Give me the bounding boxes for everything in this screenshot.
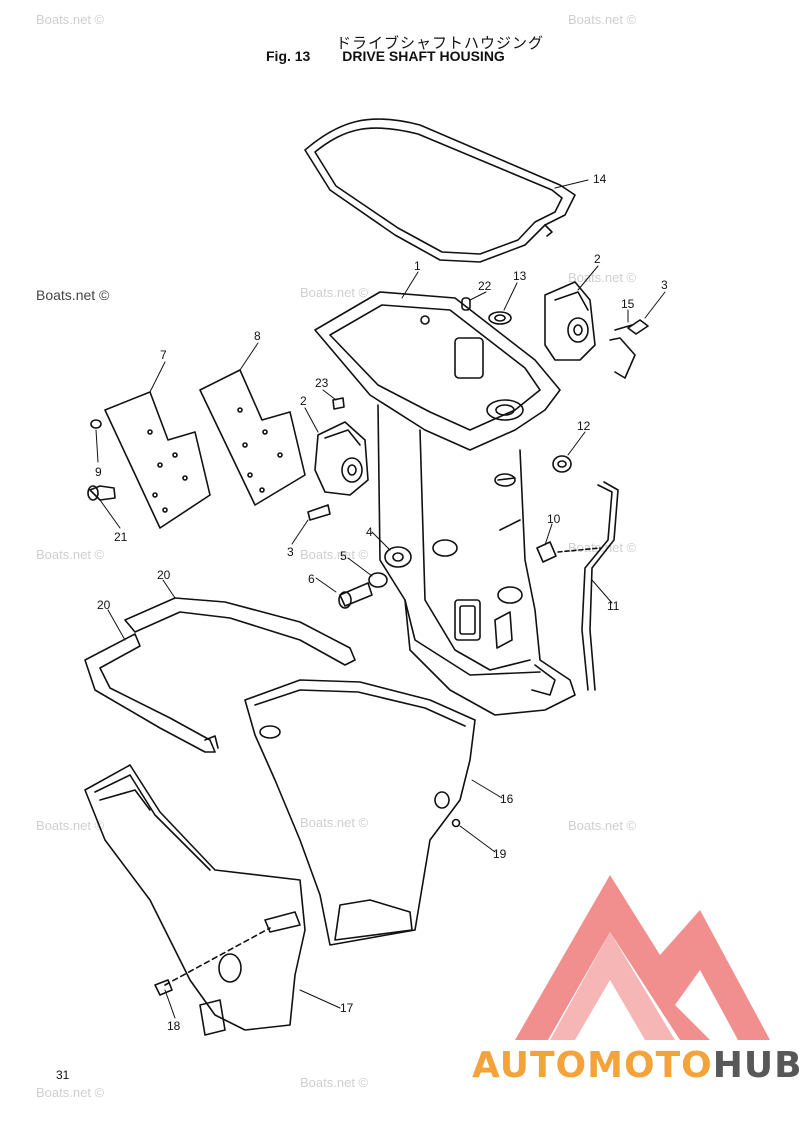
wordmark-auto: AUTOMOTO — [472, 1045, 713, 1086]
watermark: Boats.net © — [36, 547, 105, 562]
watermark: Boats.net © — [300, 815, 369, 830]
part-15-clip — [609, 319, 649, 379]
callout-label: 4 — [366, 525, 373, 539]
automotohub-wordmark: AUTOMOTOHUB — [472, 1045, 800, 1086]
watermark: Boats.net © — [36, 1085, 105, 1100]
part-7-plate — [104, 391, 211, 529]
parts-3-6-hardware — [307, 504, 412, 609]
callout-label: 7 — [160, 348, 167, 362]
callout-label: 12 — [577, 419, 591, 433]
watermark: Boats.net © — [300, 1075, 369, 1090]
callout-label: 13 — [513, 269, 527, 283]
watermark: Boats.net © — [568, 818, 637, 833]
part-10-11-rod — [536, 481, 619, 691]
watermark: Boats.net © — [568, 12, 637, 27]
part-1-housing — [314, 291, 576, 716]
callout-label: 6 — [308, 572, 315, 586]
watermark: Boats.net © — [36, 818, 105, 833]
callout-label: 22 — [478, 279, 492, 293]
callout-label: 5 — [340, 549, 347, 563]
callout-numbers: 14 1 2 3 22 13 15 7 8 23 2 12 9 21 4 10 … — [95, 172, 668, 1033]
part-20-seals — [84, 597, 356, 753]
parts-9-21 — [87, 419, 116, 501]
callout-label: 2 — [300, 394, 307, 408]
part-14-gasket — [304, 118, 576, 263]
figure-number: Fig. 13 — [266, 48, 311, 64]
watermark: Boats.net © — [36, 287, 110, 303]
callout-label: 9 — [95, 465, 102, 479]
callout-label: 19 — [493, 847, 507, 861]
callout-label: 17 — [340, 1001, 354, 1015]
watermark: Boats.net © — [300, 547, 369, 562]
leader-lines — [95, 179, 666, 1019]
callout-label: 10 — [547, 512, 561, 526]
callout-label: 20 — [97, 598, 111, 612]
part-16-cover — [244, 679, 476, 946]
part-2-mount-lower — [314, 421, 369, 496]
watermark: Boats.net © — [300, 285, 369, 300]
callout-label: 14 — [593, 172, 607, 186]
callout-label: 21 — [114, 530, 128, 544]
callout-label: 2 — [594, 252, 601, 266]
callout-label: 11 — [607, 599, 620, 613]
callout-label: 3 — [661, 278, 668, 292]
wordmark-hub: HUB — [712, 1045, 800, 1086]
callout-label: 16 — [500, 792, 514, 806]
small-hardware — [332, 297, 572, 473]
callout-label: 15 — [621, 297, 635, 311]
part-17-cover — [84, 764, 306, 1036]
part-8-plate — [199, 369, 306, 506]
page-number: 31 — [56, 1068, 70, 1082]
watermark: Boats.net © — [36, 12, 105, 27]
callout-label: 18 — [167, 1019, 181, 1033]
japanese-title: ドライブシャフトハウジング — [335, 34, 544, 52]
callout-label: 20 — [157, 568, 171, 582]
figure-title: DRIVE SHAFT HOUSING — [342, 48, 505, 64]
automotohub-logo — [515, 875, 770, 1040]
callout-label: 3 — [287, 545, 294, 559]
callout-label: 23 — [315, 376, 329, 390]
figure-header: Fig. 13 DRIVE SHAFT HOUSING — [266, 48, 505, 64]
callout-label: 1 — [414, 259, 421, 273]
callout-label: 8 — [254, 329, 261, 343]
part-2-mount-upper — [544, 281, 596, 361]
